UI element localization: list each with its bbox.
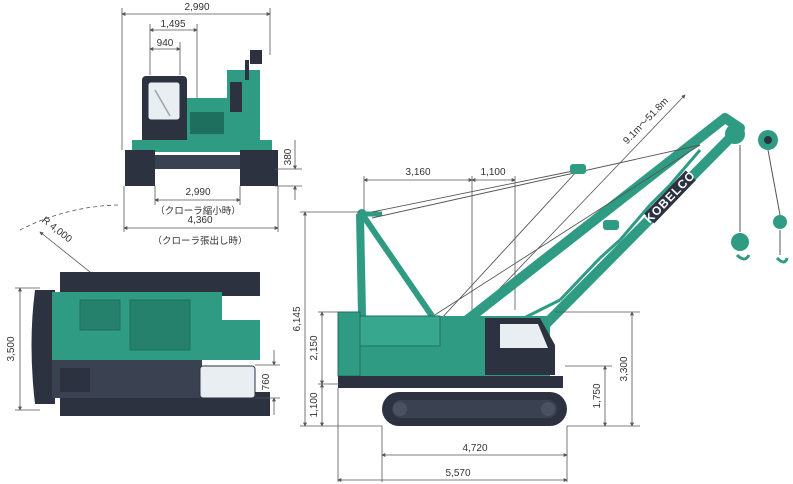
crane-mast [356,144,701,321]
side-crawler-height: 1,100 [309,392,320,417]
side-crawler-length: 4,720 [462,443,487,454]
side-cab-height: 2,150 [309,335,320,360]
front-machine [125,50,278,186]
side-overall-length: 5,570 [445,468,470,479]
top-tail-radius: R 4,000 [39,215,74,246]
top-cab-width: 760 [261,373,272,390]
side-mast-offset: 3,160 [405,167,430,178]
front-cab-width: 940 [157,38,174,49]
front-view: 2,990 1,495 940 380 [121,2,302,247]
hook-blocks [739,145,781,255]
side-machine [337,311,567,426]
front-extended-label: （クローラ張出し時） [152,235,247,247]
side-height-1750: 1,750 [592,383,603,408]
front-retracted-label: （クローラ縮小時） [155,205,241,217]
front-width-retracted: 2,990 [185,187,210,198]
side-height-3300: 3,300 [619,356,630,381]
crane-boom: KOBELCO [457,113,778,335]
top-view: R 4,000 3,500 760 [6,204,280,416]
front-ground-clearance: 380 [283,148,294,165]
side-view: 9.1m〜51.8m 3,160 1,100 KOBELCO [292,94,789,482]
side-overall-height: 6,145 [292,306,303,331]
side-mast-spacing: 1,100 [480,167,505,178]
top-machine [31,272,270,416]
side-boom-length: 9.1m〜51.8m [621,96,671,147]
front-cab-offset: 1,495 [160,19,185,30]
top-overall-width: 3,500 [6,336,17,361]
front-width-top: 2,990 [184,2,209,13]
front-width-extended: 4,360 [187,215,212,226]
